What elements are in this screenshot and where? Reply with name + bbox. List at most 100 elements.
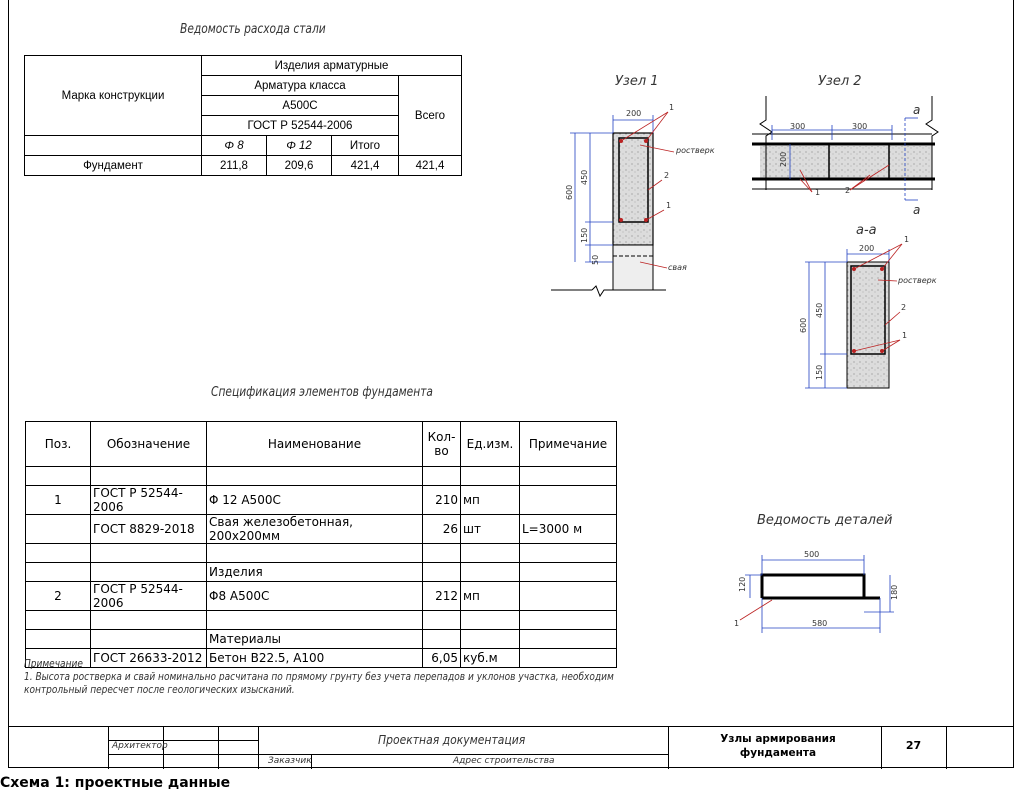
node2-beam — [760, 146, 932, 178]
figure-caption: Схема 1: проектные данные — [0, 775, 231, 791]
node1-dim-w: 200 — [626, 109, 641, 118]
group-header: Изделия арматурные — [201, 55, 462, 76]
spec-cell-oboz: ГОСТ Р 52544-2006 — [90, 581, 207, 611]
node1-mark1: 1 — [669, 103, 674, 112]
stamp-sheet-num: 27 — [905, 739, 922, 752]
spec-cell-kol: 6,05 — [422, 648, 461, 668]
hdr-ed: Ед.изм. — [460, 421, 520, 467]
note-text: 1. Высота ростверка и свай номинально ра… — [24, 670, 614, 696]
node1-mark2: 2 — [664, 171, 669, 180]
details-drawing: Ведомость деталей 500 580 120 180 1 — [734, 513, 899, 633]
spec-cell-prim: L=3000 м — [519, 514, 617, 544]
node2-break-left — [759, 96, 773, 190]
spec-cell-naim: Изделия — [206, 562, 423, 582]
node1-label-rostverk: ростверк — [675, 146, 715, 155]
hdr-naim: Наименование — [206, 421, 423, 467]
spec-cell-naim: Свая железобетонная, 200х200мм — [206, 514, 423, 544]
hdr-pos: Поз. — [25, 421, 91, 467]
spec-cell-pos: 2 — [25, 581, 91, 611]
note-title: Примечание — [24, 657, 83, 670]
node1-drawing: Узел 1 200 600 450 150 50 ростверк свая … — [551, 74, 715, 298]
section-aa-title: а-а — [856, 223, 877, 238]
section-aa-drawing: а-а 200 600 450 150 ростверк 1 2 1 — [799, 223, 937, 389]
node2-dims — [771, 117, 918, 201]
node1-mark1b: 1 — [666, 201, 671, 210]
node1-label-svaya: свая — [668, 263, 687, 272]
node2-cut-bottom: а — [913, 203, 920, 217]
spec-cell-naim: Φ8 А500С — [206, 581, 423, 611]
note-block: Примечание 1. Высота ростверка и свай но… — [24, 657, 614, 696]
title-block: Архитектор Проектная документация Заказч… — [8, 726, 1014, 769]
spec-cell-oboz: ГОСТ Р 52544-2006 — [90, 485, 207, 515]
node1-break — [591, 285, 613, 298]
node2-dim-b: 300 — [852, 122, 867, 131]
spec-cell-kol: 212 — [422, 581, 461, 611]
stamp-address: Адрес строительства — [453, 756, 555, 766]
spec-cell-prim — [519, 581, 617, 611]
node1-dim-50: 50 — [591, 255, 600, 265]
details-dim-right: 180 — [890, 585, 899, 600]
node1-dim-450: 450 — [580, 170, 589, 185]
col-mark: Марка конструкции — [24, 55, 202, 136]
row-v8: 211,8 — [201, 155, 267, 176]
node2-drawing: Узел 2 300 300 200 а а 1 2 — [752, 74, 939, 217]
drawing-sheet — [8, 0, 1014, 768]
row-name: Фундамент — [24, 155, 202, 176]
table-row — [25, 466, 617, 486]
spec-cell-naim: Материалы — [206, 629, 423, 649]
node2-cut-top: а — [913, 103, 920, 117]
spec-cell-ed: мп — [460, 485, 520, 515]
details-leader — [739, 599, 773, 621]
node1-dim-total: 600 — [565, 185, 574, 200]
stamp-architect: Архитектор — [112, 741, 168, 751]
hdr-kol: Кол-во — [422, 421, 461, 467]
section-aa-dim-total: 600 — [799, 318, 808, 333]
node1-pile — [612, 244, 654, 291]
node1-dim-150: 150 — [580, 228, 589, 243]
details-dim-bottom: 580 — [812, 619, 827, 628]
detail-bar-upper — [760, 573, 880, 600]
node2-labels: 300 300 200 а а 1 2 — [779, 103, 920, 217]
details-dim-top: 500 — [804, 550, 819, 559]
section-aa-dim-450: 450 — [815, 303, 824, 318]
section-aa-labels: 200 600 450 150 ростверк 1 2 1 — [799, 235, 937, 380]
section-aa-body — [846, 261, 890, 389]
details-mark: 1 — [734, 619, 739, 628]
node1-stirrup — [618, 137, 649, 223]
stamp-customer: Заказчик — [268, 756, 312, 766]
node2-title: Узел 2 — [818, 74, 862, 89]
stamp-sheet-title: Узлы армирования фундамента — [720, 733, 836, 759]
node2-mark1: 1 — [815, 188, 820, 197]
section-aa-mark2: 2 — [901, 303, 906, 312]
node1-bar — [619, 218, 623, 222]
node2-dim-a: 300 — [790, 122, 805, 131]
spec-cell-naim: Φ 12 А500С — [206, 485, 423, 515]
table-row — [25, 543, 617, 563]
table-row: Материалы — [25, 629, 617, 649]
section-aa-mark1: 1 — [904, 235, 909, 244]
hdr-oboz: Обозначение — [90, 421, 207, 467]
section-aa-dim-w: 200 — [859, 244, 874, 253]
node1-title: Узел 1 — [615, 74, 659, 89]
details-dim-left: 120 — [738, 577, 747, 592]
spec-table-title: Спецификация элементов фундамента — [211, 385, 433, 400]
section-aa-label-rostverk: ростверк — [897, 276, 937, 285]
node2-break-right — [925, 96, 939, 190]
section-aa-stirrup — [850, 265, 886, 355]
spec-cell-prim — [519, 648, 617, 668]
node2-leaders — [799, 164, 890, 193]
spec-cell-ed: куб.м — [460, 648, 520, 668]
stamp-project: Проектная документация — [378, 733, 526, 747]
section-aa-mark1b: 1 — [902, 331, 907, 340]
node1-dims — [570, 115, 654, 263]
section-aa-dims — [805, 249, 890, 389]
row-vsego: 421,4 — [398, 155, 462, 176]
steel-table-title: Ведомость расхода стали — [180, 22, 326, 37]
d12-header: Φ 12 — [266, 135, 332, 156]
node1-leaders — [620, 111, 675, 269]
spec-cell-pos — [25, 514, 91, 544]
